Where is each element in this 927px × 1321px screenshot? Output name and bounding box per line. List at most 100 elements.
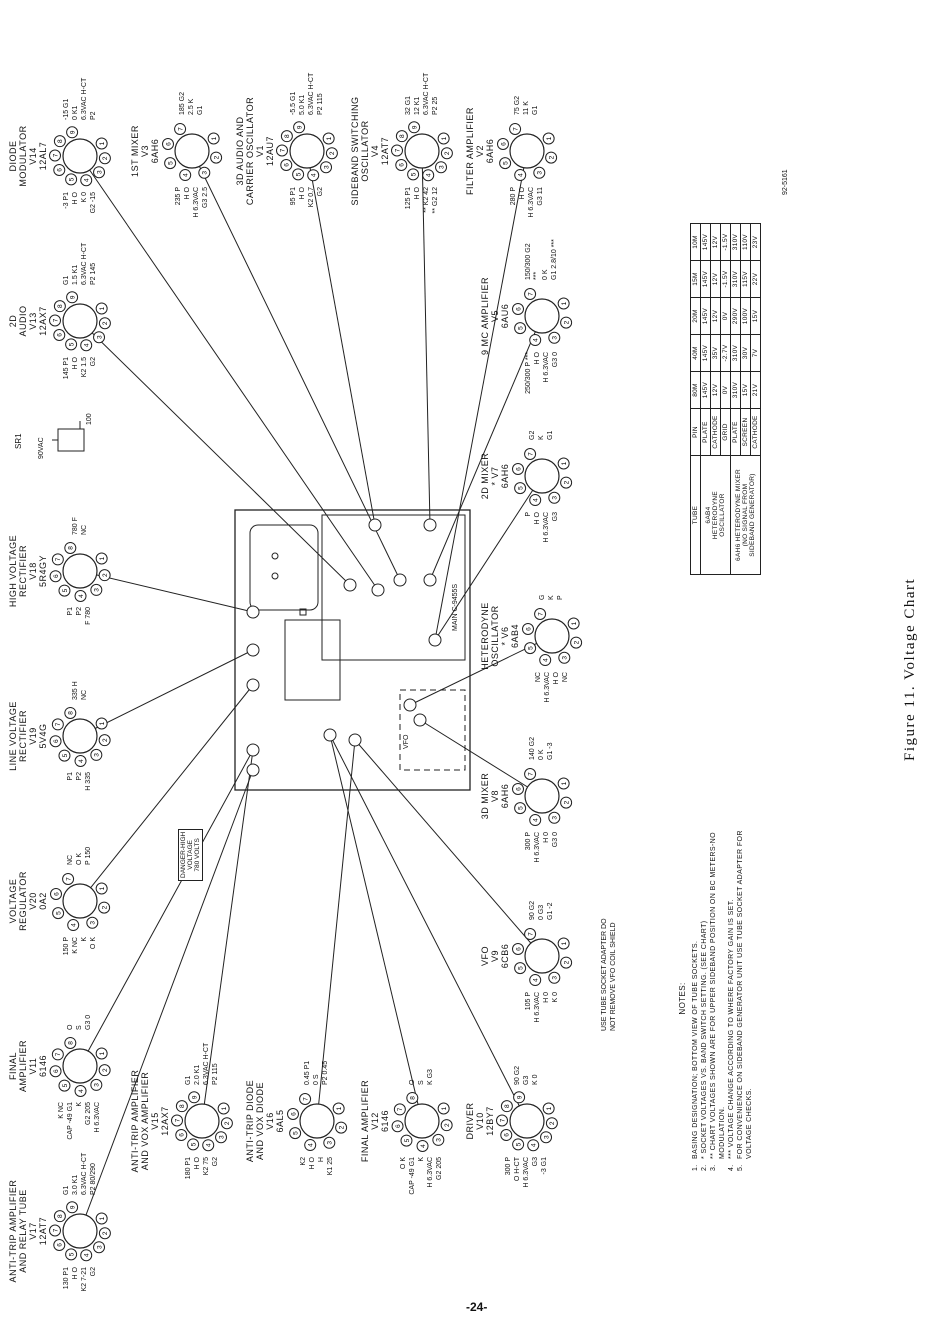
pin-number: 1 <box>99 306 106 310</box>
tube-title-line: VFO <box>480 946 490 967</box>
pin-number: 3 <box>552 976 559 980</box>
pin-voltage-label: G3 0 <box>551 832 559 848</box>
pin-circle <box>164 157 177 170</box>
chassis-compartment <box>284 619 341 701</box>
pin-voltage-label: K2 75 <box>202 1157 210 1176</box>
pin-circle <box>53 300 66 313</box>
tube-title-line: V18 <box>28 562 38 580</box>
chassis-hole <box>246 678 260 692</box>
pin-voltage-label: S <box>76 1025 83 1030</box>
tube-title-line: V13 <box>28 312 38 330</box>
pin-voltage-label: G2 <box>89 1267 97 1277</box>
voltage-cell: 30V <box>740 334 751 372</box>
pin-voltage-label: K <box>80 937 88 942</box>
note-number: 4. <box>728 1164 735 1171</box>
tube-title-line: 5V4G <box>38 723 48 749</box>
pin-voltage-label: 0 K1 <box>71 105 79 120</box>
page-number: -24- <box>466 1300 488 1314</box>
danger-line: VOLTAGE <box>187 840 194 870</box>
pin-number: 9 <box>69 295 76 299</box>
pin-voltage-label: ** K2 42 <box>422 187 430 213</box>
pin-voltage-label: G <box>539 594 546 600</box>
pin-voltage-label: -3 P1 <box>62 192 70 209</box>
pin-number: 5 <box>62 1083 69 1087</box>
pin-circle <box>496 1114 509 1127</box>
pin-circle <box>98 569 111 582</box>
voltage-cell: -1.5V <box>720 223 731 261</box>
pin-circle <box>542 132 555 145</box>
pin-circle <box>64 706 77 719</box>
power-transformer <box>249 524 319 611</box>
pin-number: 4 <box>531 1143 538 1147</box>
pin-circle <box>335 1121 348 1134</box>
pin-circle <box>66 1201 79 1214</box>
voltage-cell: 310V <box>730 260 741 298</box>
pin-number: 4 <box>533 978 540 982</box>
pin-circle <box>548 491 561 504</box>
pin-circle <box>395 158 408 171</box>
chassis-hole <box>348 733 362 747</box>
pin-cell: PLATE <box>730 408 741 456</box>
pin-voltage-label: 130 P1 <box>62 1267 70 1290</box>
voltage-cell: 100V <box>740 297 751 335</box>
pin-number: 3 <box>94 588 101 592</box>
pin-voltage-label: H O <box>518 187 526 200</box>
note-text: *** VOLTAGE CHANGE ACCORDING TO WHERE FA… <box>728 899 735 1159</box>
tube-title-line: V17 <box>28 1222 38 1240</box>
pin-circle <box>395 130 408 143</box>
pin-number: 5 <box>167 161 174 165</box>
pin-circle <box>58 584 71 597</box>
pin-voltage-label: 0 S <box>313 1074 320 1085</box>
pin-circle <box>509 123 522 136</box>
pin-voltage-label: K NC <box>58 1102 65 1119</box>
tube-title-line: 6AH6 <box>485 138 495 164</box>
pin-circle <box>497 137 510 150</box>
pin-number: 8 <box>57 139 64 143</box>
tube-title-line: OSCILLATOR <box>490 605 500 667</box>
pin-circle <box>557 297 570 310</box>
pin-voltage-label: G1 -2 <box>547 902 554 920</box>
pin-number: 4 <box>518 173 525 177</box>
pin-circle <box>280 130 293 143</box>
tube-title-line: 12AX7 <box>38 306 48 336</box>
pin-circle <box>220 1117 233 1130</box>
pin-number: 1 <box>99 556 106 560</box>
tube-title-line: 12AU7 <box>265 135 275 167</box>
pin-number: 5 <box>517 966 524 970</box>
tube-title-line: * V6 <box>500 626 510 646</box>
pin-voltage-label: H 6.3VAC <box>94 1102 101 1133</box>
pointer-line <box>79 649 254 737</box>
pin-number: 3 <box>96 170 103 174</box>
pin-number: 8 <box>504 1104 511 1108</box>
voltage-cell: 145V <box>700 223 711 261</box>
pin-number: 6 <box>515 947 522 951</box>
pin-voltage-label: K G3 <box>427 1069 434 1085</box>
pin-number: 3 <box>436 1138 443 1142</box>
tube-title-line: 6AH6 <box>150 138 160 164</box>
pin-circle <box>529 494 542 507</box>
tube-title-line: V16 <box>265 1112 275 1130</box>
pin-circle <box>533 166 546 179</box>
pin-number: 7 <box>174 1118 181 1122</box>
pin-number: 6 <box>515 787 522 791</box>
pin-voltage-label: P2 <box>76 607 83 616</box>
pin-circle <box>95 717 108 730</box>
pin-voltage-label: O K <box>400 1157 407 1170</box>
pin-circle <box>95 552 108 565</box>
